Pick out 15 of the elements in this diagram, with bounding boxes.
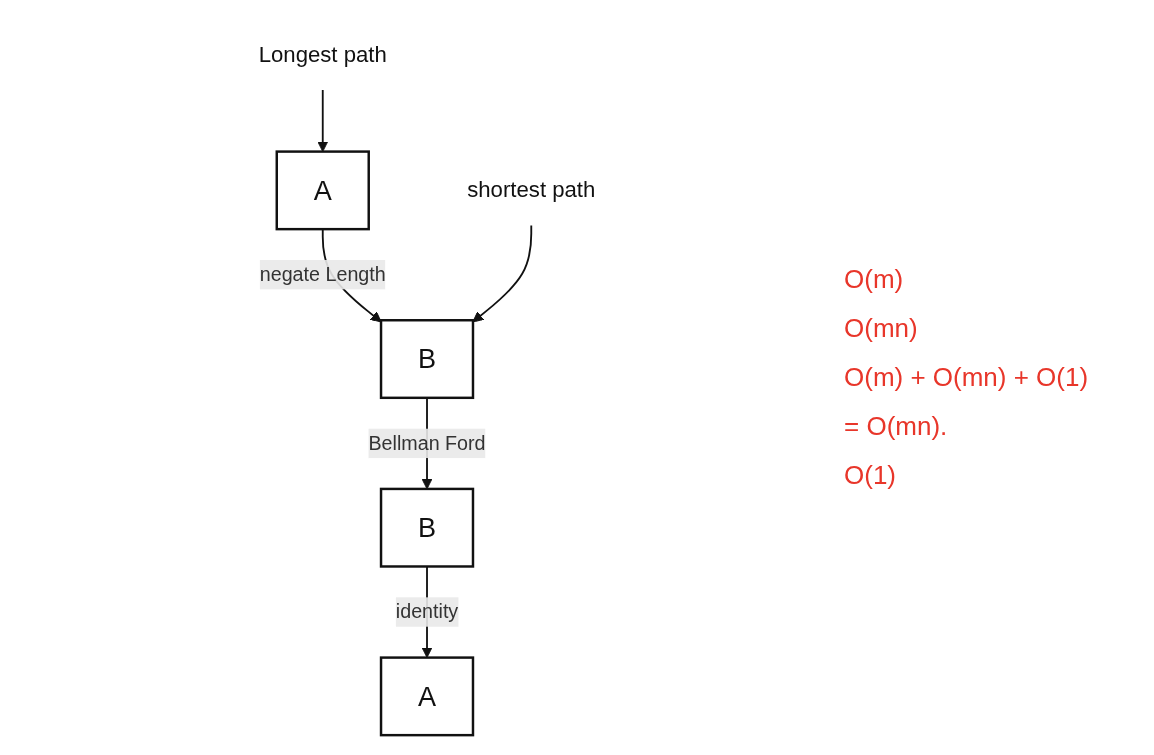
arrow bbox=[472, 224, 533, 323]
node-text: shortest path bbox=[467, 177, 596, 203]
node-box: A bbox=[379, 656, 475, 737]
complexity-note: = O(mn). bbox=[844, 411, 949, 442]
complexity-note: O(mn) bbox=[844, 313, 919, 344]
edge-label: identity bbox=[395, 600, 459, 622]
node-text: Longest path bbox=[258, 42, 387, 67]
node-box: B bbox=[379, 487, 475, 568]
edge-label: negate Length bbox=[259, 263, 386, 285]
complexity-note: O(m) + O(mn) + O(1) bbox=[844, 362, 1090, 393]
node-box: A bbox=[275, 150, 370, 231]
edge-label: Bellman Ford bbox=[368, 432, 486, 454]
complexity-note: O(m) bbox=[844, 264, 905, 295]
node-box: B bbox=[379, 319, 475, 400]
complexity-note: O(1) bbox=[844, 460, 897, 491]
